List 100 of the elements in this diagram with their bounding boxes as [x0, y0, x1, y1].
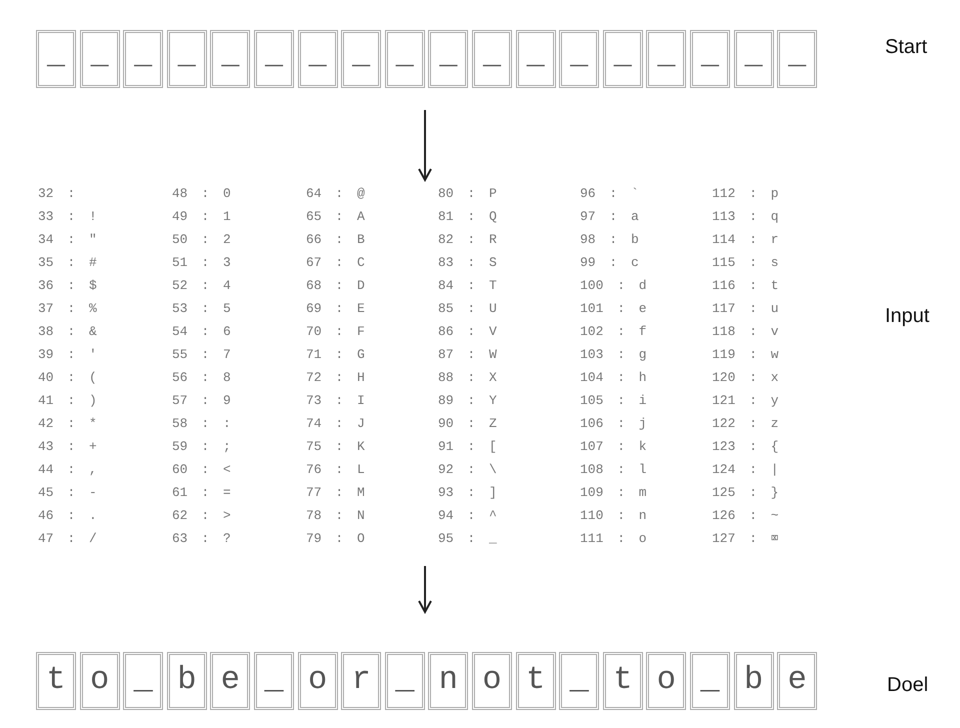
ascii-table-entry: 105 : i	[580, 393, 647, 408]
ascii-table-entry: 53 : 5	[172, 301, 231, 316]
character-box: _	[384, 652, 425, 710]
ascii-table-entry: 39 : '	[38, 347, 97, 362]
character-box: b	[734, 652, 774, 710]
ascii-table-entry: 70 : F	[306, 324, 365, 339]
ascii-table-entry: 48 : 0	[172, 186, 231, 201]
ascii-table-entry: 42 : *	[38, 416, 97, 431]
ascii-table-entry: 58 : :	[172, 416, 231, 431]
ascii-table-entry: 72 : H	[306, 370, 365, 385]
ascii-table-entry: 57 : 9	[172, 393, 231, 408]
stage-label: Start	[885, 36, 928, 59]
ascii-table-entry: 88 : X	[438, 370, 497, 385]
ascii-table-entry: 59 : ;	[172, 439, 231, 454]
ascii-table-entry: 125 : }	[712, 485, 779, 500]
character-box: _	[298, 30, 338, 88]
ascii-table-entry: 100 : d	[580, 278, 647, 293]
ascii-table-entry: 44 : ,	[38, 462, 97, 477]
character-box: _	[123, 652, 164, 710]
ascii-table-entry: 60 : <	[172, 462, 231, 477]
ascii-table-entry: 96 : `	[580, 186, 639, 201]
character-box: _	[254, 652, 294, 710]
ascii-table-entry: 63 : ?	[172, 531, 231, 546]
ascii-table-entry: 55 : 7	[172, 347, 231, 362]
ascii-table-entry: 85 : U	[438, 301, 497, 316]
ascii-table-entry: 69 : E	[306, 301, 365, 316]
character-box: _	[646, 30, 686, 88]
ascii-table-entry: 62 : >	[172, 508, 231, 523]
ascii-table-entry: 46 : .	[38, 508, 97, 523]
character-box: _	[472, 30, 512, 88]
ascii-table-entry: 87 : W	[438, 347, 497, 362]
ascii-table-entry: 103 : g	[580, 347, 647, 362]
character-box: _	[777, 30, 818, 88]
character-box: o	[80, 652, 120, 710]
ascii-table-entry: 54 : 6	[172, 324, 231, 339]
ascii-table-entry: 116 : t	[712, 278, 779, 293]
ascii-table-entry: 33 : !	[38, 209, 97, 224]
character-box: o	[298, 652, 338, 710]
ascii-table-entry: 75 : K	[306, 439, 365, 454]
character-box: t	[602, 652, 643, 710]
ascii-table-entry: 36 : $	[38, 278, 97, 293]
character-box: _	[428, 30, 468, 88]
ascii-table-entry: 76 : L	[306, 462, 365, 477]
character-box: b	[166, 652, 207, 710]
ascii-table-entry: 34 : "	[38, 232, 97, 247]
ascii-table-entry: 124 : |	[712, 462, 779, 477]
ascii-table-entry: 83 : S	[438, 255, 497, 270]
ascii-table-entry: 117 : u	[712, 301, 779, 316]
character-box: _	[516, 30, 556, 88]
character-box: _	[690, 652, 730, 710]
character-box: o	[646, 652, 686, 710]
ascii-table-entry: 122 : z	[712, 416, 779, 431]
ascii-table-entry: 93 : ]	[438, 485, 497, 500]
character-box: _	[166, 30, 207, 88]
ascii-table-entry: 113 : q	[712, 209, 779, 224]
ascii-table-entry: 92 : \	[438, 462, 497, 477]
ascii-table-entry: 73 : I	[306, 393, 365, 408]
ascii-table-entry: 110 : n	[580, 508, 647, 523]
character-box: _	[123, 30, 164, 88]
ascii-table-entry: 121 : y	[712, 393, 779, 408]
ascii-table-entry: 91 : [	[438, 439, 497, 454]
ascii-table-entry: 98 : b	[580, 232, 639, 247]
ascii-table-entry: 82 : R	[438, 232, 497, 247]
ascii-table-entry: 104 : h	[580, 370, 647, 385]
arrow	[418, 110, 432, 181]
ascii-table-entry: 47 : /	[38, 531, 97, 546]
ascii-table-entry: 68 : D	[306, 278, 365, 293]
ascii-table-entry: 118 : v	[712, 324, 779, 339]
ascii-table-entry: 32 :	[38, 186, 76, 201]
ascii-table-entry: 49 : 1	[172, 209, 231, 224]
ascii-table-entry: 126 : ~	[712, 508, 779, 523]
ascii-table-entry: 84 : T	[438, 278, 497, 293]
ascii-table-entry: 37 : %	[38, 301, 97, 316]
ascii-table-entry: 43 : +	[38, 439, 97, 454]
character-box: _	[254, 30, 294, 88]
character-box: e	[210, 652, 250, 710]
ascii-table-entry: 99 : c	[580, 255, 639, 270]
ascii-table-entry: 106 : j	[580, 416, 647, 431]
ascii-table-entry: 90 : Z	[438, 416, 497, 431]
ascii-table-entry: 45 : -	[38, 485, 97, 500]
character-box: e	[777, 652, 818, 710]
ascii-table-entry: 97 : a	[580, 209, 639, 224]
character-box: _	[690, 30, 730, 88]
ascii-table-entry: 79 : O	[306, 531, 365, 546]
character-box: _	[734, 30, 774, 88]
ascii-table-entry: 80 : P	[438, 186, 497, 201]
character-box: _	[559, 652, 600, 710]
ascii-table-entry: 95 : _	[438, 531, 497, 546]
ascii-table-entry: 119 : w	[712, 347, 779, 362]
ascii-table-entry: 114 : r	[712, 232, 779, 247]
ascii-table-entry: 35 : #	[38, 255, 97, 270]
ascii-table-entry: 77 : M	[306, 485, 365, 500]
character-box: _	[341, 30, 382, 88]
ascii-table-entry: 74 : J	[306, 416, 365, 431]
character-box: r	[341, 652, 382, 710]
ascii-table-entry: 66 : B	[306, 232, 365, 247]
ascii-table-entry: 112 : p	[712, 186, 779, 201]
ascii-table-entry: 127 : ⌧	[712, 531, 779, 546]
character-box: _	[559, 30, 600, 88]
stage-label: Doel	[887, 674, 928, 697]
